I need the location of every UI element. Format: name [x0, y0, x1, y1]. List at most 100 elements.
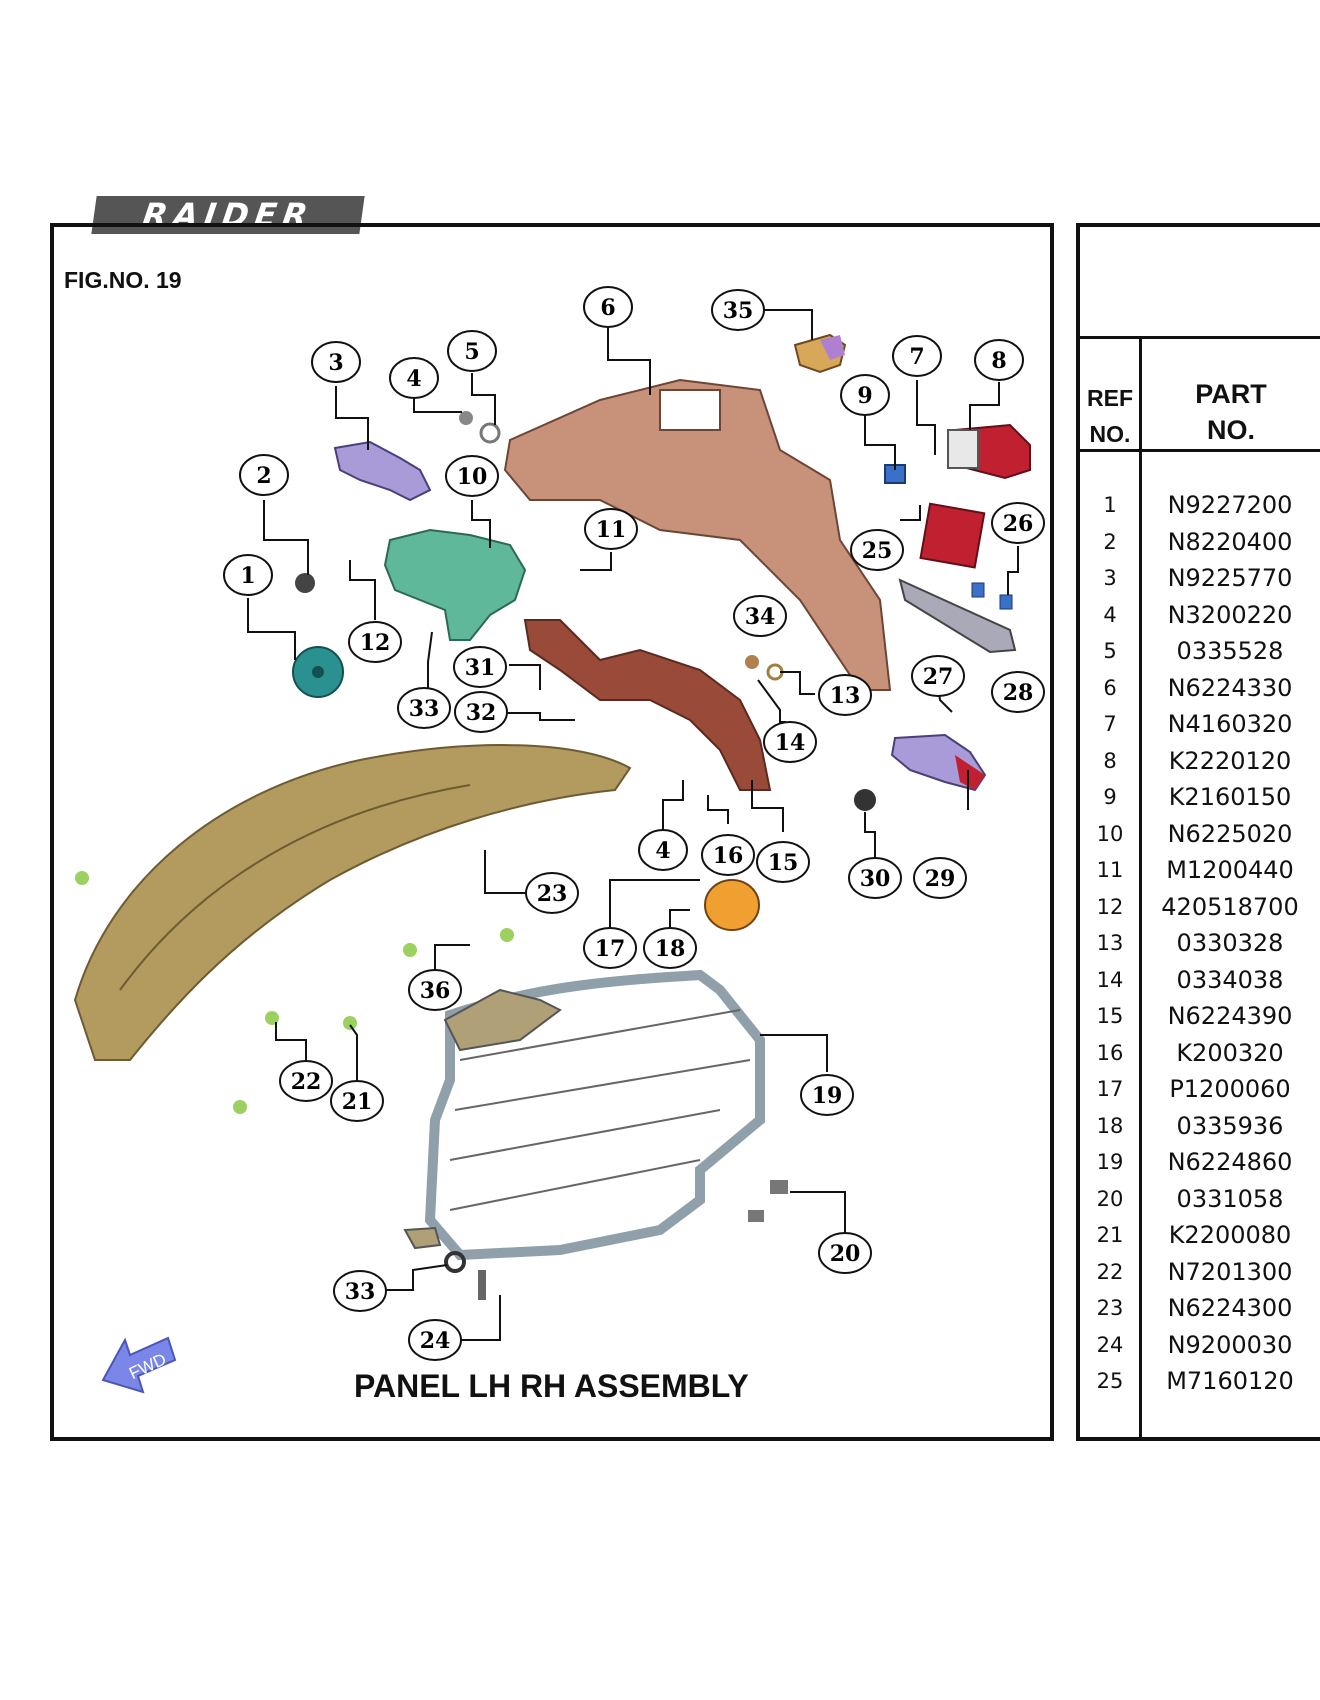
callout-34: 34 — [733, 595, 787, 637]
callout-36: 36 — [408, 969, 462, 1011]
svg-text:10: 10 — [457, 464, 488, 490]
bolt-26a — [971, 582, 985, 598]
svg-text:11: 11 — [596, 517, 627, 543]
washer-33 — [444, 1251, 466, 1273]
callout-31: 31 — [453, 646, 507, 688]
clip-21 — [343, 1016, 357, 1030]
ref-no-header: REF NO. — [1080, 380, 1140, 452]
bolt-20b — [748, 1210, 764, 1222]
callout-19: 19 — [800, 1074, 854, 1116]
ref-cell: 17 — [1096, 1077, 1124, 1102]
part-cell: 0331058 — [1176, 1184, 1284, 1213]
callout-21: 21 — [330, 1080, 384, 1122]
ref-cell: 25 — [1096, 1369, 1124, 1394]
svg-text:5: 5 — [464, 339, 479, 365]
svg-text:12: 12 — [360, 630, 391, 656]
cover-cap-center — [312, 666, 324, 678]
svg-text:20: 20 — [830, 1241, 861, 1267]
svg-text:21: 21 — [342, 1089, 373, 1115]
callout-32: 32 — [454, 691, 508, 733]
callout-16: 16 — [701, 834, 755, 876]
part-cell: M1200440 — [1166, 856, 1294, 885]
reflector-red — [919, 502, 986, 569]
ref-cell: 14 — [1096, 967, 1124, 992]
table-row: 25 M7160120 — [1080, 1363, 1320, 1400]
svg-text:1: 1 — [240, 563, 255, 589]
ref-cell: 9 — [1103, 785, 1117, 810]
svg-text:36: 36 — [420, 978, 451, 1004]
callout-1: 1 — [223, 554, 273, 596]
ref-cell: 16 — [1096, 1040, 1124, 1065]
svg-text:2: 2 — [256, 463, 271, 489]
svg-text:25: 25 — [862, 538, 893, 564]
ref-cell: 22 — [1096, 1259, 1124, 1284]
svg-text:4: 4 — [406, 366, 421, 392]
callout-11: 11 — [584, 508, 638, 550]
part-cell: N9225770 — [1167, 564, 1293, 593]
part-cell: N6224300 — [1167, 1294, 1293, 1323]
callout-3: 3 — [311, 341, 361, 383]
callout-10: 10 — [445, 455, 499, 497]
ref-cell: 4 — [1103, 602, 1117, 627]
callout-29: 29 — [913, 857, 967, 899]
ref-header-line2: NO. — [1089, 421, 1131, 447]
part-cell: 0335936 — [1176, 1111, 1284, 1140]
part-cell: N6224390 — [1167, 1002, 1293, 1031]
fender-inner-line — [119, 784, 471, 991]
svg-text:17: 17 — [595, 936, 626, 962]
svg-text:31: 31 — [465, 655, 496, 681]
callout-24: 24 — [408, 1319, 462, 1361]
part-header-line2: NO. — [1206, 415, 1255, 445]
tail-lamp-base — [947, 429, 979, 469]
svg-text:9: 9 — [857, 383, 872, 409]
callout-20: 20 — [818, 1232, 872, 1274]
table-row: 21 K2200080 — [1080, 1217, 1320, 1254]
callout-23: 23 — [525, 872, 579, 914]
nut-13 — [766, 663, 784, 681]
svg-text:3: 3 — [328, 350, 343, 376]
svg-text:34: 34 — [745, 604, 776, 630]
diagram-frame — [50, 223, 1054, 1441]
part-cell: M7160120 — [1166, 1367, 1294, 1396]
ref-cell: 21 — [1096, 1223, 1124, 1248]
ref-cell: 8 — [1103, 748, 1117, 773]
callout-15: 15 — [756, 841, 810, 883]
frame-window — [659, 389, 721, 431]
part-header-line1: PART — [1195, 379, 1267, 409]
rear-frame — [503, 378, 892, 691]
svg-text:16: 16 — [713, 843, 744, 869]
part-cell: 0330328 — [1176, 929, 1284, 958]
svg-text:18: 18 — [655, 936, 686, 962]
nut-4 — [459, 411, 473, 425]
ref-cell: 12 — [1096, 894, 1124, 919]
svg-text:30: 30 — [860, 866, 891, 892]
callout-18: 18 — [643, 927, 697, 969]
license-plate-holder — [898, 578, 1017, 654]
svg-text:32: 32 — [466, 700, 497, 726]
part-cell: K2200080 — [1168, 1221, 1292, 1250]
callout-13: 13 — [818, 674, 872, 716]
part-cell: 0334038 — [1176, 965, 1284, 994]
ref-header-line1: REF — [1087, 385, 1133, 411]
part-cell: N6224860 — [1167, 1148, 1293, 1177]
ref-cell: 2 — [1103, 529, 1117, 554]
nut-14 — [745, 655, 759, 669]
ref-cell: 7 — [1103, 712, 1117, 737]
callout-27: 27 — [911, 655, 965, 697]
callout-12: 12 — [348, 621, 402, 663]
ref-cell: 20 — [1096, 1186, 1124, 1211]
callout-30: 30 — [848, 857, 902, 899]
ref-cell: 15 — [1096, 1004, 1124, 1029]
rack-bracket — [443, 988, 562, 1052]
washer-5 — [479, 422, 501, 444]
